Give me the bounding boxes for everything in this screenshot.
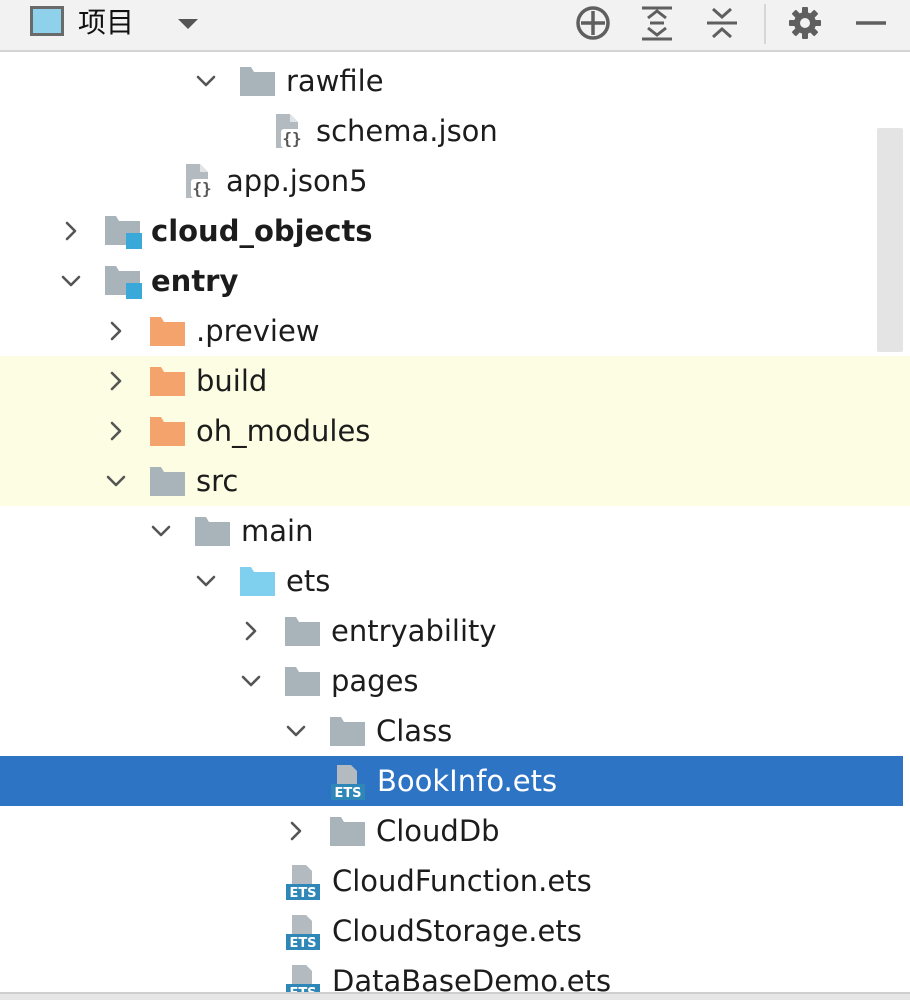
tree-item-label: .preview bbox=[196, 314, 320, 348]
tree-item-label: CloudDb bbox=[376, 814, 500, 848]
chevron-right-icon[interactable] bbox=[105, 420, 127, 442]
tree-item-label: entry bbox=[151, 264, 239, 298]
svg-text:{}: {} bbox=[192, 179, 211, 198]
locate-icon[interactable] bbox=[574, 4, 612, 42]
panel-bottom-border bbox=[0, 992, 910, 1000]
tree-item-label: CloudStorage.ets bbox=[332, 914, 582, 948]
tree-row[interactable]: ETS CloudFunction.ets bbox=[0, 856, 903, 906]
tree-item-label: ets bbox=[286, 564, 331, 598]
tree-row[interactable]: ETS BookInfo.ets bbox=[0, 756, 903, 806]
tree-item-label: CloudFunction.ets bbox=[332, 864, 592, 898]
chevron-right-icon[interactable] bbox=[60, 220, 82, 242]
folder-icon bbox=[330, 817, 365, 846]
tree-item-label: app.json5 bbox=[226, 164, 368, 198]
svg-text:ETS: ETS bbox=[289, 936, 316, 951]
tree-row[interactable]: ETS DataBaseDemo.ets bbox=[0, 956, 903, 994]
tree-item-label: pages bbox=[331, 664, 419, 698]
chevron-right-icon[interactable] bbox=[105, 320, 127, 342]
ets-file-icon: ETS bbox=[286, 915, 320, 951]
chevron-down-icon[interactable] bbox=[285, 720, 307, 742]
chevron-down-icon[interactable] bbox=[240, 670, 262, 692]
toolbar-separator bbox=[764, 4, 766, 44]
folder-icon bbox=[150, 317, 185, 346]
tree-item-label: cloud_objects bbox=[151, 214, 373, 248]
tree-row[interactable]: src bbox=[0, 456, 903, 506]
tree-item-label: build bbox=[196, 364, 268, 398]
collapse-all-icon[interactable] bbox=[703, 4, 741, 42]
chevron-down-icon[interactable] bbox=[176, 16, 200, 32]
tree-row[interactable]: build bbox=[0, 356, 903, 406]
folder-icon bbox=[240, 567, 275, 596]
tree-item-label: schema.json bbox=[316, 114, 498, 148]
chevron-down-icon[interactable] bbox=[105, 470, 127, 492]
svg-text:ETS: ETS bbox=[334, 786, 361, 801]
chevron-right-icon[interactable] bbox=[240, 620, 262, 642]
ets-file-icon: ETS bbox=[331, 765, 365, 801]
project-view-icon[interactable] bbox=[30, 6, 64, 36]
chevron-down-icon[interactable] bbox=[60, 270, 82, 292]
svg-text:ETS: ETS bbox=[289, 886, 316, 901]
module-folder-icon bbox=[105, 266, 142, 299]
minimize-icon[interactable] bbox=[852, 4, 890, 42]
ets-file-icon: ETS bbox=[286, 965, 320, 994]
tree-item-label: BookInfo.ets bbox=[377, 764, 558, 798]
tree-item-label: DataBaseDemo.ets bbox=[332, 964, 612, 994]
tree-row[interactable]: cloud_objects bbox=[0, 206, 903, 256]
scrollbar-thumb[interactable] bbox=[877, 128, 903, 352]
chevron-right-icon[interactable] bbox=[105, 370, 127, 392]
folder-icon bbox=[150, 467, 185, 496]
tree-row[interactable]: Class bbox=[0, 706, 903, 756]
folder-icon bbox=[330, 717, 365, 746]
folder-icon bbox=[285, 667, 320, 696]
tree-item-label: oh_modules bbox=[196, 414, 371, 448]
tree-row[interactable]: entry bbox=[0, 256, 903, 306]
tree-row[interactable]: ets bbox=[0, 556, 903, 606]
chevron-down-icon[interactable] bbox=[195, 570, 217, 592]
tree-row[interactable]: {} app.json5 bbox=[0, 156, 903, 206]
tree-row[interactable]: entryability bbox=[0, 606, 903, 656]
tree-row[interactable]: .preview bbox=[0, 306, 903, 356]
expand-all-icon[interactable] bbox=[638, 4, 676, 42]
tree-item-label: rawfile bbox=[286, 64, 384, 98]
chevron-down-icon[interactable] bbox=[150, 520, 172, 542]
json-file-icon: {} bbox=[276, 114, 303, 148]
json-file-icon: {} bbox=[186, 164, 213, 198]
folder-icon bbox=[240, 67, 275, 96]
tree-row[interactable]: oh_modules bbox=[0, 406, 903, 456]
tree-item-label: src bbox=[196, 464, 239, 498]
ets-file-icon: ETS bbox=[286, 865, 320, 901]
folder-icon bbox=[195, 517, 230, 546]
project-view-title[interactable]: 项目 bbox=[78, 6, 135, 39]
tree-row[interactable]: rawfile bbox=[0, 56, 903, 106]
module-folder-icon bbox=[105, 216, 142, 249]
gear-icon[interactable] bbox=[786, 4, 824, 42]
chevron-right-icon[interactable] bbox=[285, 820, 307, 842]
folder-icon bbox=[150, 417, 185, 446]
svg-text:ETS: ETS bbox=[289, 986, 316, 994]
folder-icon bbox=[150, 367, 185, 396]
tree-row[interactable]: pages bbox=[0, 656, 903, 706]
chevron-down-icon[interactable] bbox=[195, 70, 217, 92]
tree-item-label: entryability bbox=[331, 614, 497, 648]
tree-item-label: Class bbox=[376, 714, 453, 748]
tree-row[interactable]: ETS CloudStorage.ets bbox=[0, 906, 903, 956]
tree-item-label: main bbox=[241, 514, 314, 548]
tree-row[interactable]: main bbox=[0, 506, 903, 556]
tree-row[interactable]: {} schema.json bbox=[0, 106, 903, 156]
svg-text:{}: {} bbox=[282, 129, 301, 148]
project-toolbar: 项目 bbox=[0, 0, 910, 52]
project-tree[interactable]: rawfile {} schema.json {} app.json5 cloud_obj… bbox=[0, 52, 910, 994]
folder-icon bbox=[285, 617, 320, 646]
tree-row[interactable]: CloudDb bbox=[0, 806, 903, 856]
